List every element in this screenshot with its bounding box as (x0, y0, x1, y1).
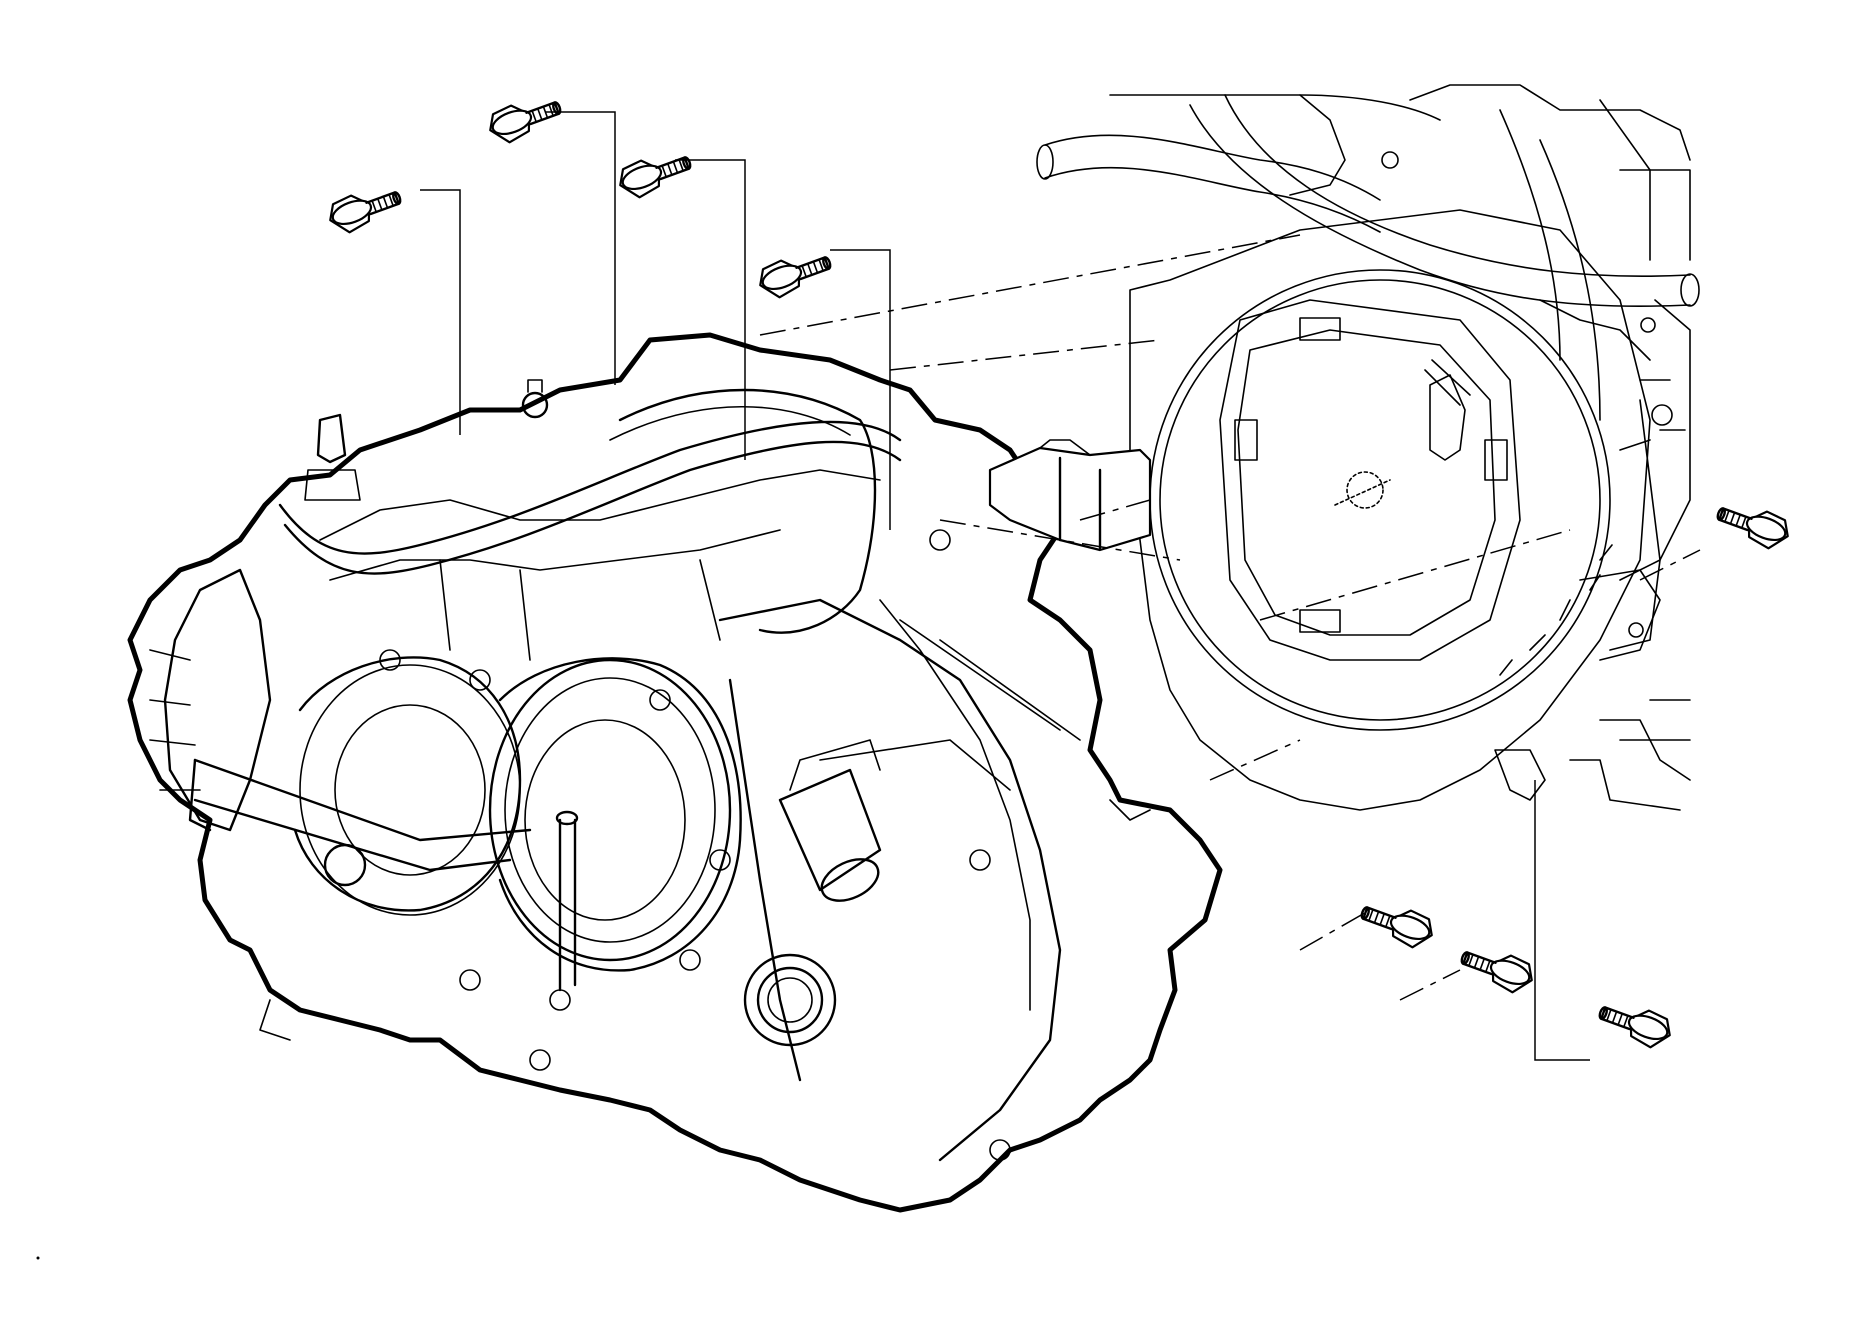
mounting-bolts (329, 101, 1789, 1049)
flexplate (1149, 269, 1613, 731)
alignment-lines (759, 234, 1701, 1001)
bolt-icon (759, 256, 832, 299)
bolt-icon (1716, 507, 1789, 550)
transmission-assembly (127, 332, 1223, 1213)
bolt-icon (619, 156, 692, 199)
bolt-icon (1360, 906, 1433, 949)
engine-block (1036, 84, 1700, 811)
leader-lines (420, 111, 1590, 1061)
reference-dot (36, 1256, 40, 1260)
case-bolts (379, 529, 1011, 1161)
bolt-icon (489, 101, 562, 144)
bolt-icon (329, 191, 402, 234)
bolt-icon (1598, 1006, 1671, 1049)
bolt-icon (1460, 951, 1533, 994)
